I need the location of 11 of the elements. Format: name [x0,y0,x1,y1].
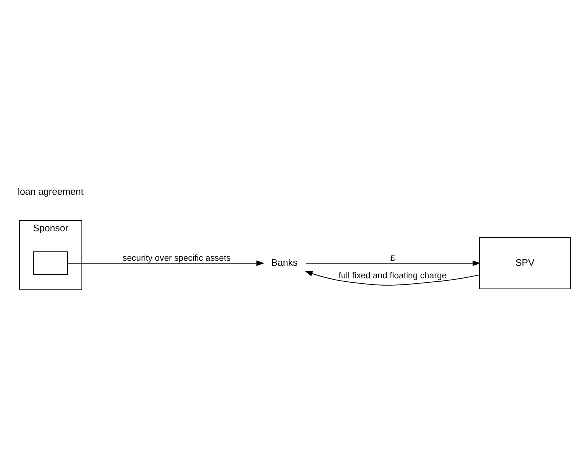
arrow [68,260,265,266]
arrow [306,260,481,266]
cluster: Sponsor [19,220,82,290]
node-box: SPV [479,237,571,290]
edge-label: full fixed and floating charge [338,270,447,280]
node-box [34,252,68,276]
edge-label: security over specific assets [122,252,231,263]
edge-label: £ [390,252,396,263]
arrow [304,271,480,286]
node-text: Banks [272,258,298,269]
label: loan agreement [18,186,84,198]
